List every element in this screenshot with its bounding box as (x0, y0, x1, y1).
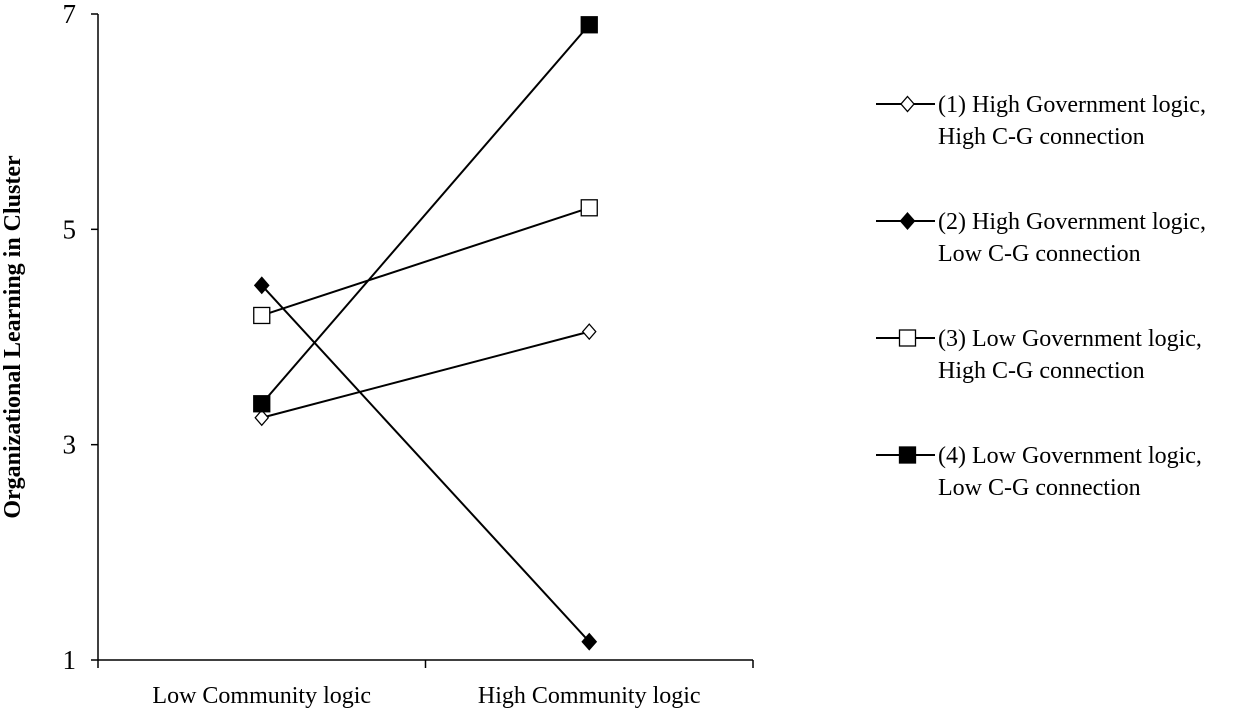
data-point-marker (898, 446, 917, 464)
y-tick-label: 5 (63, 214, 77, 244)
legend-label: (1) High Government logic, (938, 92, 1206, 118)
legend-label: (2) High Government logic, (938, 209, 1206, 235)
y-ticks: 1 3 5 7 (63, 0, 98, 675)
legend-item-2: (2) High Government logic, Low C-G connec… (876, 209, 1206, 267)
y-tick-label: 7 (63, 0, 77, 29)
axes (97, 14, 753, 661)
x-ticks: Low Community logic High Community logic (97, 660, 754, 709)
series-2 (253, 276, 598, 651)
legend-label: High C-G connection (938, 124, 1145, 150)
data-point-marker (254, 409, 270, 427)
legend: (1) High Government logic, High C-G conne… (876, 92, 1206, 501)
data-point-marker (253, 306, 271, 325)
series-line (261, 284, 590, 643)
legend-item-1: (1) High Government logic, High C-G conne… (876, 92, 1206, 150)
data-point-marker (580, 199, 598, 217)
data-point-marker (581, 323, 597, 341)
data-point-marker (899, 212, 916, 230)
data-point-marker (253, 395, 271, 413)
legend-label: (4) Low Government logic, (938, 443, 1202, 469)
data-point-marker (900, 95, 915, 113)
legend-item-4: (4) Low Government logic, Low C-G connect… (876, 443, 1202, 501)
legend-label: Low C-G connection (938, 475, 1141, 501)
y-tick-label: 3 (63, 430, 77, 460)
y-axis-label: Organizational Learning in Cluster (0, 155, 26, 519)
x-category-label: Low Community logic (152, 683, 371, 709)
data-point-marker (898, 329, 917, 347)
data-point-marker (580, 16, 598, 34)
legend-label: Low C-G connection (938, 241, 1141, 267)
series-3 (253, 199, 598, 325)
x-category-label: High Community logic (478, 683, 701, 709)
series-lines (253, 16, 598, 651)
series-4 (253, 16, 598, 413)
series-line (261, 330, 590, 419)
legend-item-3: (3) Low Government logic, High C-G connec… (876, 326, 1202, 384)
series-line (260, 24, 591, 405)
data-point-marker (581, 632, 598, 651)
series-1 (254, 323, 597, 427)
data-point-marker (253, 276, 270, 295)
legend-label: (3) Low Government logic, (938, 326, 1202, 352)
series-line (261, 206, 590, 317)
y-tick-label: 1 (63, 645, 77, 675)
legend-label: High C-G connection (938, 358, 1145, 384)
